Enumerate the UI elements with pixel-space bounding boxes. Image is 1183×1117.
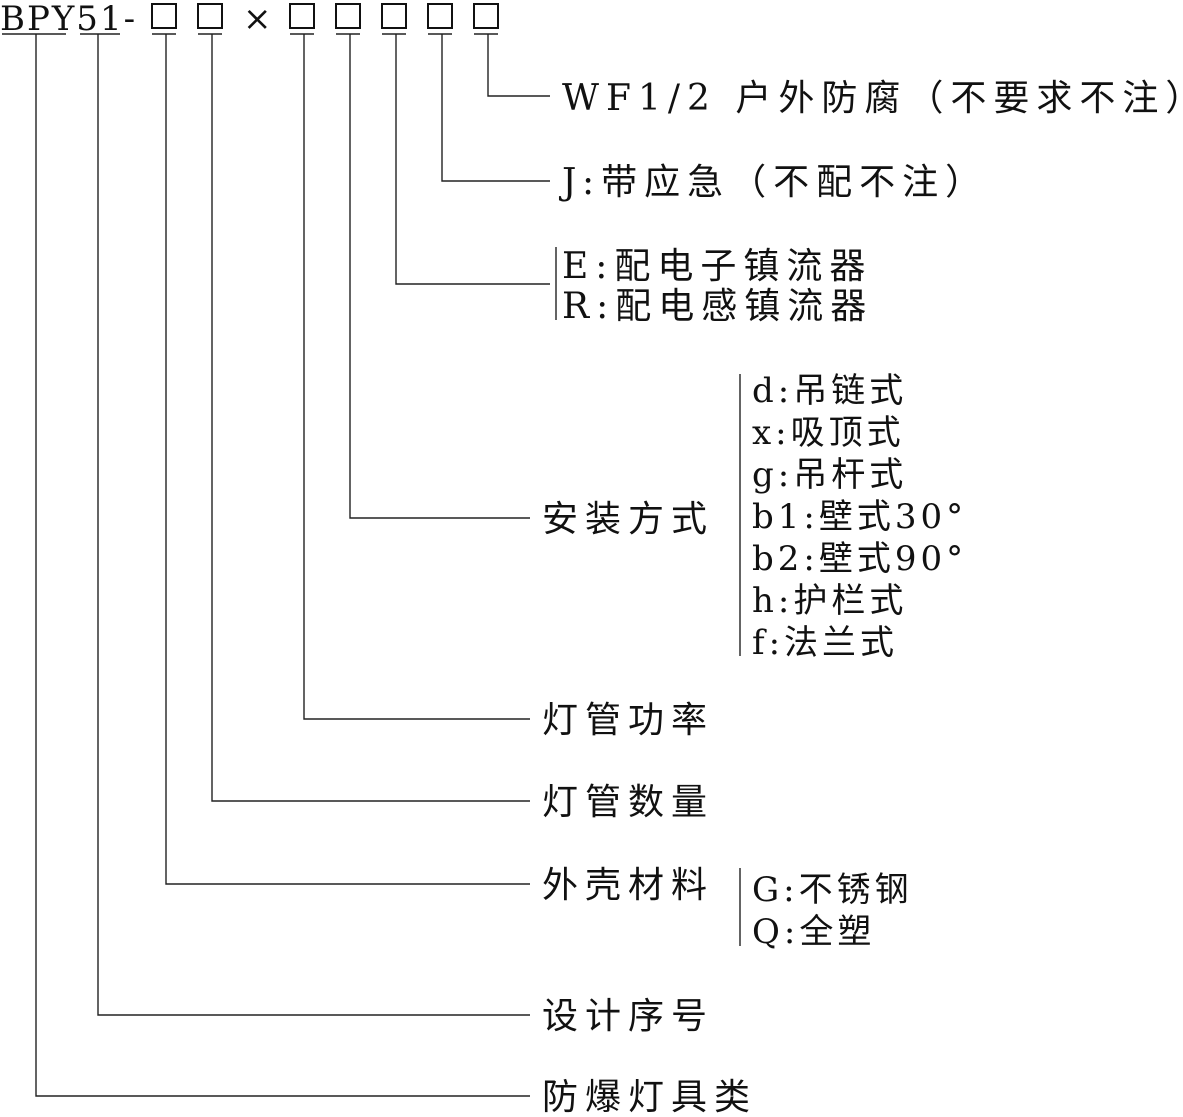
placeholder-box-anticorrosion [473, 3, 499, 29]
times-symbol: × [243, 0, 274, 39]
mounting-option-rod: g:吊杆式 [752, 455, 907, 495]
leader-lamp-quantity [211, 34, 530, 802]
mounting-option-wall-90: b2:壁式90° [752, 539, 967, 579]
label-ballast-electronic: E:配电子镇流器 [562, 246, 872, 287]
housing-option-stainless: G:不锈钢 [752, 870, 913, 910]
model-code-header: BPY51- × [0, 0, 499, 39]
leader-lamp-power [303, 34, 530, 720]
label-emergency: J:带应急（不配不注） [558, 162, 988, 203]
leader-ballast [395, 34, 550, 285]
housing-option-plastic: Q:全塑 [752, 912, 875, 952]
mounting-option-chain: d:吊链式 [752, 371, 907, 411]
label-lamp-quantity: 灯管数量 [542, 782, 714, 823]
placeholder-box-mounting [335, 3, 361, 29]
leader-design-serial [97, 34, 530, 1016]
mounting-option-ceiling: x:吸顶式 [752, 413, 905, 453]
placeholder-box-housing [289, 3, 315, 29]
label-design-serial: 设计序号 [542, 996, 714, 1037]
leader-housing [165, 34, 530, 885]
leader-mounting [349, 34, 530, 519]
leader-emergency [441, 34, 550, 182]
field-labels: WF1/2 户外防腐（不要求不注） J:带应急（不配不注） E:配电子镇流器 R… [542, 78, 1183, 1117]
mounting-option-wall-30: b1:壁式30° [752, 497, 967, 537]
leader-anticorrosion [487, 34, 550, 97]
leader-lines [35, 34, 741, 1097]
label-housing: 外壳材料 [542, 865, 714, 906]
placeholder-box-lamp-power [197, 3, 223, 29]
label-mounting: 安装方式 [542, 499, 714, 540]
leader-product-type [35, 34, 530, 1097]
label-lamp-power: 灯管功率 [542, 700, 714, 741]
mounting-option-guardrail: h:护栏式 [752, 581, 907, 621]
label-ballast-inductive: R:配电感镇流器 [562, 286, 873, 327]
placeholder-box-lamp-quantity [151, 3, 177, 29]
label-outdoor-anticorrosion: WF1/2 户外防腐（不要求不注） [562, 78, 1183, 119]
placeholder-box-emergency [427, 3, 453, 29]
model-prefix: BPY51- [0, 0, 137, 39]
mounting-option-flange: f:法兰式 [752, 623, 898, 663]
label-product-type: 防爆灯具类 [542, 1077, 757, 1117]
placeholder-box-ballast [381, 3, 407, 29]
